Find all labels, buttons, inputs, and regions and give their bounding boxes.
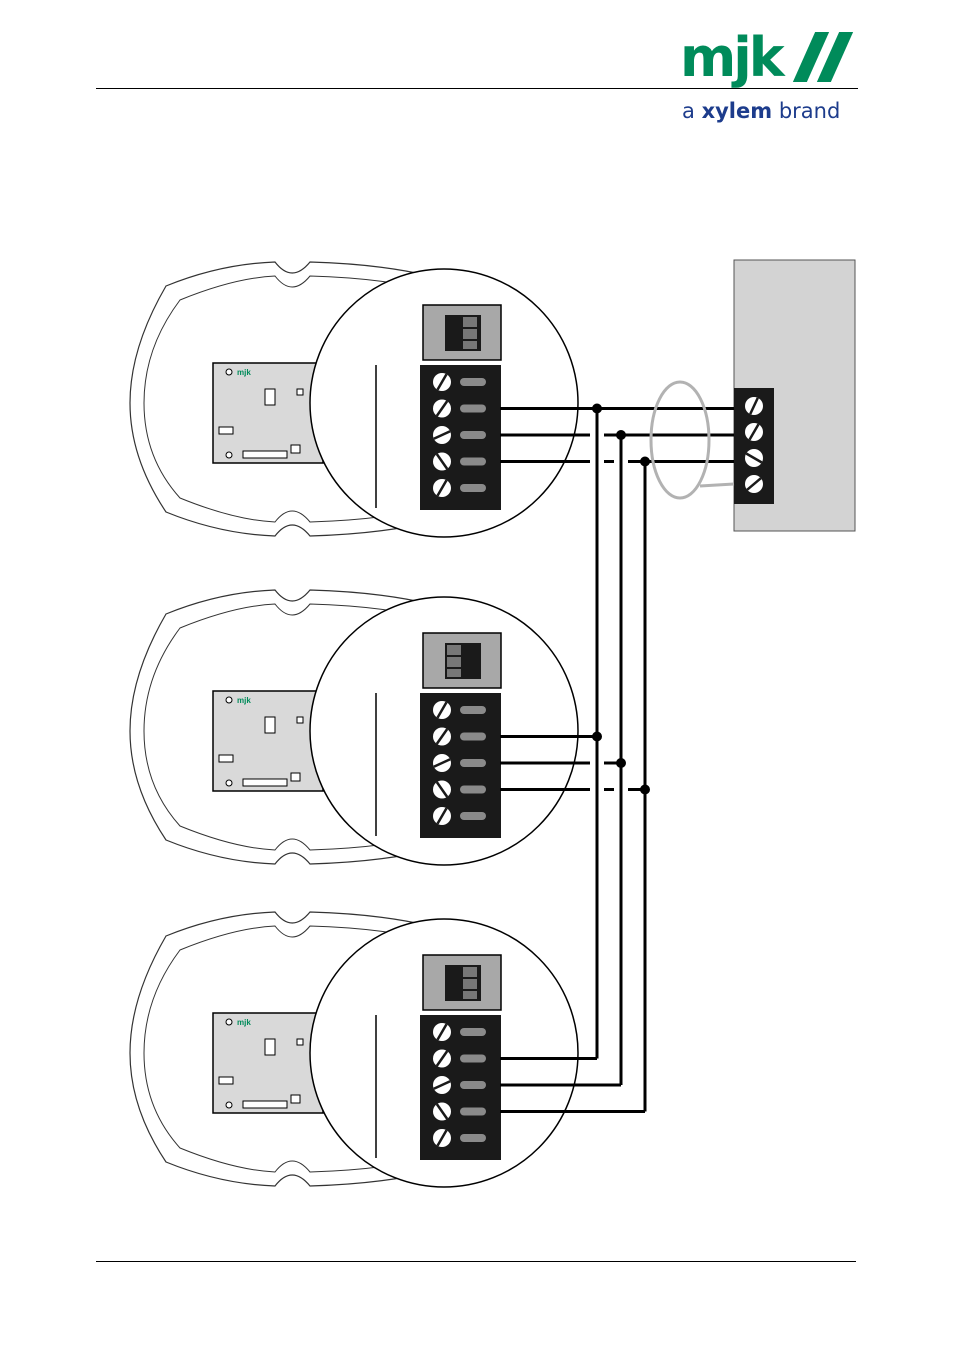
terminal-contact bbox=[460, 812, 486, 820]
board-mount-hole bbox=[226, 1102, 232, 1108]
terminal-contact bbox=[460, 1108, 486, 1116]
bus-junction bbox=[592, 404, 602, 414]
board-logo-text: mjk bbox=[237, 696, 251, 705]
terminal-contact bbox=[460, 1055, 486, 1063]
board-component bbox=[265, 1039, 275, 1055]
board-mount-hole bbox=[226, 452, 232, 458]
dip-switch-lever bbox=[447, 669, 461, 677]
board-component bbox=[291, 445, 300, 453]
terminal-contact bbox=[460, 484, 486, 492]
shield-drain-wire bbox=[700, 484, 734, 486]
board-component bbox=[219, 1077, 233, 1084]
board-logo-text: mjk bbox=[237, 1018, 251, 1027]
dip-switch-lever bbox=[463, 979, 477, 989]
terminal-contact bbox=[460, 431, 486, 439]
dip-switch-lever bbox=[463, 991, 477, 999]
terminal-contact bbox=[460, 458, 486, 466]
dip-switch-lever bbox=[463, 967, 477, 977]
board-mount-hole bbox=[226, 369, 232, 375]
bus-junction bbox=[616, 758, 626, 768]
board-component bbox=[297, 389, 303, 395]
board-component bbox=[265, 717, 275, 733]
dip-switch-lever bbox=[463, 329, 477, 339]
terminal-contact bbox=[460, 378, 486, 386]
board-mount-hole bbox=[226, 697, 232, 703]
board-mount-hole bbox=[226, 1019, 232, 1025]
board-component bbox=[297, 717, 303, 723]
terminal-contact bbox=[460, 1028, 486, 1036]
dip-switch-lever bbox=[463, 341, 477, 349]
terminal-contact bbox=[460, 759, 486, 767]
terminal-contact bbox=[460, 706, 486, 714]
bus-junction bbox=[640, 785, 650, 795]
board-component bbox=[291, 773, 300, 781]
device-3: mjk bbox=[130, 912, 578, 1187]
board-component bbox=[219, 427, 233, 434]
bus-junction bbox=[592, 732, 602, 742]
terminal-contact bbox=[460, 1081, 486, 1089]
terminal-contact bbox=[460, 786, 486, 794]
bus-junction bbox=[640, 457, 650, 467]
device-1: mjk bbox=[130, 262, 578, 537]
board-connector bbox=[243, 1101, 287, 1108]
electronics-board bbox=[213, 363, 323, 463]
board-component bbox=[297, 1039, 303, 1045]
dip-switch-lever bbox=[447, 645, 461, 655]
terminal-contact bbox=[460, 1134, 486, 1142]
board-connector bbox=[243, 779, 287, 786]
terminal-contact bbox=[460, 733, 486, 741]
terminal-contact bbox=[460, 405, 486, 413]
board-connector bbox=[243, 451, 287, 458]
board-mount-hole bbox=[226, 780, 232, 786]
board-component bbox=[265, 389, 275, 405]
bus-junction bbox=[616, 430, 626, 440]
electronics-board bbox=[213, 691, 323, 791]
master-device bbox=[734, 260, 855, 531]
board-component bbox=[291, 1095, 300, 1103]
cable-shield bbox=[651, 382, 709, 498]
electronics-board bbox=[213, 1013, 323, 1113]
device-2: mjk bbox=[130, 590, 578, 865]
dip-switch-lever bbox=[447, 657, 461, 667]
board-logo-text: mjk bbox=[237, 368, 251, 377]
dip-switch-lever bbox=[463, 317, 477, 327]
board-component bbox=[219, 755, 233, 762]
